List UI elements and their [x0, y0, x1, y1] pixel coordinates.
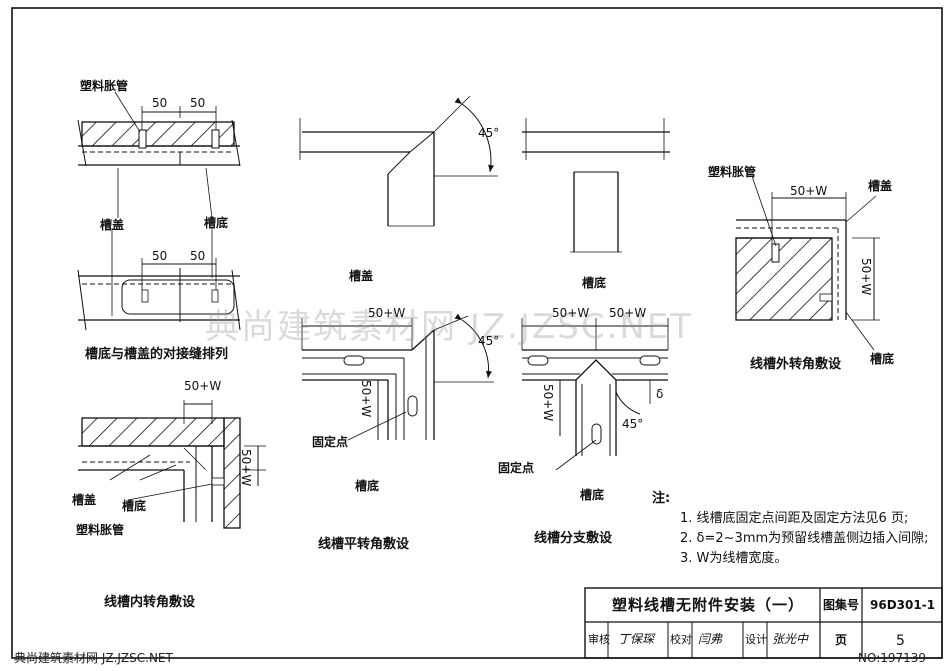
notes-title: 注: — [652, 491, 671, 506]
dim-50-b: 50 — [190, 96, 206, 110]
atlas-label: 图集号 — [823, 598, 860, 612]
label-plastic-anchor-3: 塑料胀管 — [708, 165, 757, 179]
caption-branch: 线槽分支敷设 — [534, 531, 613, 546]
page-label: 页 — [835, 633, 848, 647]
note-3: 3. W为线槽宽度。 — [680, 551, 788, 566]
label-fix-point-2: 固定点 — [498, 461, 535, 475]
label-base-1: 槽底 — [204, 216, 229, 230]
caption-outer-corner: 线槽外转角敷设 — [750, 357, 842, 372]
label-plastic-anchor-2: 塑料胀管 — [76, 523, 125, 537]
seam-diagram — [77, 91, 241, 331]
branch-diagram — [521, 318, 669, 471]
label-plastic-anchor-1: 塑料胀管 — [80, 79, 129, 93]
dim-50w-flat-h: 50+W — [368, 306, 406, 320]
label-base-5: 槽底 — [580, 488, 605, 502]
dim-50w-branch-v: 50+W — [541, 384, 555, 422]
note-2: 2. δ=2~3mm为预留线槽盖侧边插入间隙; — [680, 531, 929, 546]
outer-frame — [11, 7, 943, 659]
label-cover-3: 槽盖 — [349, 269, 374, 283]
dim-50w-branch-b: 50+W — [609, 306, 647, 320]
label-cover-4: 槽盖 — [868, 179, 893, 193]
title-block-frame — [584, 587, 943, 659]
label-base-6: 槽底 — [870, 352, 895, 366]
label-base-3: 槽底 — [582, 276, 607, 290]
review-label: 审核 — [588, 633, 610, 646]
flat-corner-diagram — [301, 313, 494, 441]
outer-corner-diagram — [735, 175, 880, 351]
dim-45-flat: 45° — [478, 334, 500, 348]
check-label: 校对 — [670, 633, 692, 646]
cover-t-diagram — [299, 95, 498, 227]
design-label: 设计 — [745, 633, 767, 646]
page-number: 5 — [896, 633, 905, 649]
dim-50-a: 50 — [152, 96, 168, 110]
dim-50w-outer-v: 50+W — [859, 258, 873, 296]
dim-50w-inner-h: 50+W — [184, 379, 222, 393]
caption-flat-corner: 线槽平转角敷设 — [318, 537, 410, 552]
footer-site: 典尚建筑素材网 JZ.JZSC.NET — [14, 651, 173, 665]
dim-50-d: 50 — [190, 249, 206, 263]
label-cover-2: 槽盖 — [72, 493, 97, 507]
checker-signature: 闫弗 — [698, 632, 723, 646]
dim-50w-inner-v: 50+W — [239, 449, 253, 487]
dim-50w-flat-v: 50+W — [359, 380, 373, 418]
designer-signature: 张光中 — [772, 632, 809, 646]
label-cover-1: 槽盖 — [100, 218, 125, 232]
base-t-diagram — [522, 118, 670, 253]
dim-delta: δ — [656, 387, 664, 401]
atlas-number: 96D301-1 — [870, 598, 936, 612]
inner-corner-diagram — [78, 400, 266, 529]
label-base-4: 槽底 — [355, 479, 380, 493]
footer-number: NO:197139 — [858, 651, 927, 665]
reviewer-signature: 丁保琛 — [618, 632, 655, 646]
dim-50w-outer-h: 50+W — [790, 184, 828, 198]
label-fix-point-1: 固定点 — [312, 435, 349, 449]
dim-45-cover: 45° — [478, 126, 500, 140]
dim-50-c: 50 — [152, 249, 168, 263]
dim-50w-branch-a: 50+W — [552, 306, 590, 320]
label-base-2: 槽底 — [122, 499, 147, 513]
drawing-title: 塑料线槽无附件安装（一） — [612, 596, 805, 614]
note-1: 1. 线槽底固定点间距及固定方法见6 页; — [680, 511, 909, 526]
caption-seam: 槽底与槽盖的对接缝排列 — [85, 347, 229, 362]
watermark: 典尚建筑素材网 JZ.JZSC.NET — [205, 307, 694, 347]
dim-45-branch: 45° — [622, 417, 644, 431]
caption-inner-corner: 线槽内转角敷设 — [104, 595, 196, 610]
